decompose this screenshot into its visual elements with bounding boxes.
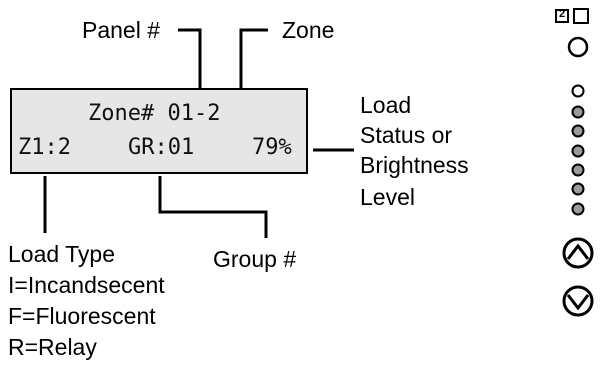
keypad-small-circle-7 xyxy=(571,202,585,216)
raise-button-icon xyxy=(562,237,594,269)
panel-leader-line xyxy=(178,28,202,108)
zone-leader-line xyxy=(239,28,268,108)
zone-label: Zone xyxy=(282,17,335,43)
keypad-small-circle-5 xyxy=(571,163,585,177)
keypad-small-circle-2 xyxy=(571,105,585,119)
keypad-small-circle-6 xyxy=(571,182,585,196)
load-type-label-line-4: R=Relay xyxy=(8,334,97,360)
keypad-square-1: 2 xyxy=(555,8,569,23)
lcd-group-value: GR:01 xyxy=(128,135,195,160)
lcd-load-type-value: Z1:2 xyxy=(18,135,71,160)
load-status-label-line-4: Level xyxy=(360,184,415,210)
lcd-level-value: 79% xyxy=(252,135,292,160)
load-status-label-line-1: Load xyxy=(360,92,412,118)
keypad-square-2 xyxy=(573,8,589,24)
load-type-label-line-1: Load Type xyxy=(8,241,116,267)
lcd-display: Zone# 01-2 Z1:2 GR:01 79% xyxy=(10,88,308,174)
group-leader-line xyxy=(158,176,268,238)
keypad-small-circle-4 xyxy=(571,144,585,158)
load-type-label-line-2: I=Incandsecent xyxy=(8,272,165,298)
lower-button-icon xyxy=(562,285,594,317)
load-type-label-line-3: F=Fluorescent xyxy=(8,303,156,329)
panel-label: Panel # xyxy=(82,17,161,43)
keypad-small-circle-1 xyxy=(571,84,585,98)
load-status-label-line-2: Status or xyxy=(360,122,453,148)
keypad-square-1-label: 2 xyxy=(558,8,566,20)
keypad-large-circle xyxy=(567,36,589,58)
keypad-small-circle-3 xyxy=(571,124,585,138)
group-label: Group # xyxy=(213,246,297,272)
lcd-line-1: Zone# 01-2 xyxy=(88,101,221,126)
load-status-label-line-3: Brightness xyxy=(360,152,469,178)
